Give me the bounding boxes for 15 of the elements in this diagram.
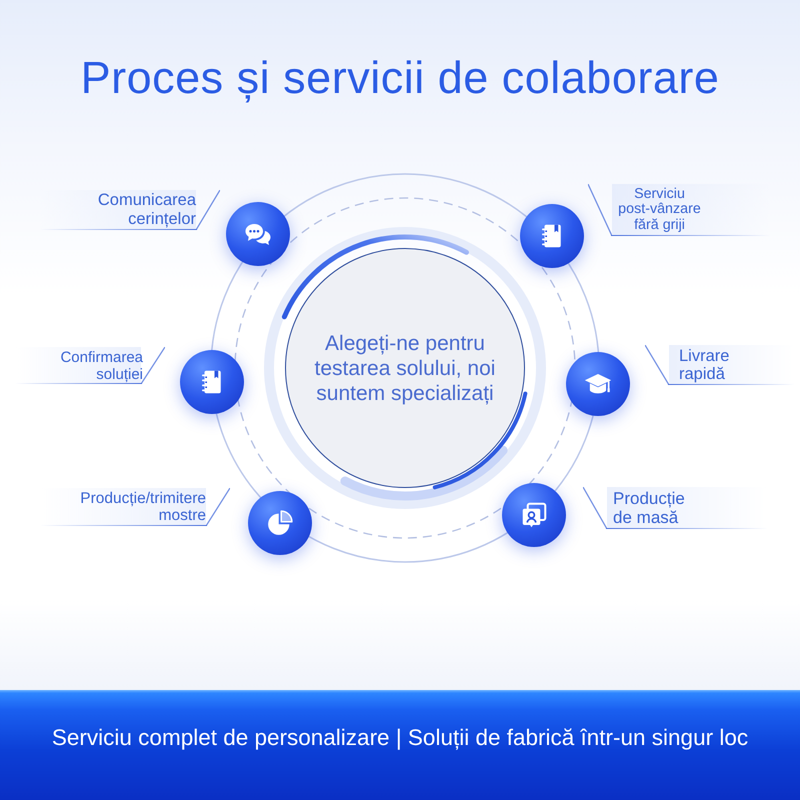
hub-circle: Alegeți-ne pentru testarea solului, noi suntem specializați — [285, 248, 525, 488]
notebook-icon — [180, 350, 244, 414]
title: Proces și servicii de colaborare — [80, 52, 720, 104]
footer-banner: Serviciu complet de personalizare | Soluții de fabrică într-un singur loc — [0, 690, 800, 800]
pie-chart-icon — [248, 491, 312, 555]
profile-card-icon — [502, 483, 566, 547]
label-tag: Comunicarea cerințelor — [40, 190, 220, 230]
graduation-cap-icon — [566, 352, 630, 416]
notebook-icon — [520, 204, 584, 268]
label-tag: Serviciu post-vânzare fără griji — [588, 184, 770, 236]
chat-icon — [226, 202, 290, 266]
label-tag: Confirmarea soluției — [15, 347, 165, 384]
label-tag: Livrare rapidă — [645, 345, 795, 385]
label-tag: Producție/trimitere mostre — [40, 488, 230, 526]
label-tag: Producție de masă — [583, 487, 768, 529]
